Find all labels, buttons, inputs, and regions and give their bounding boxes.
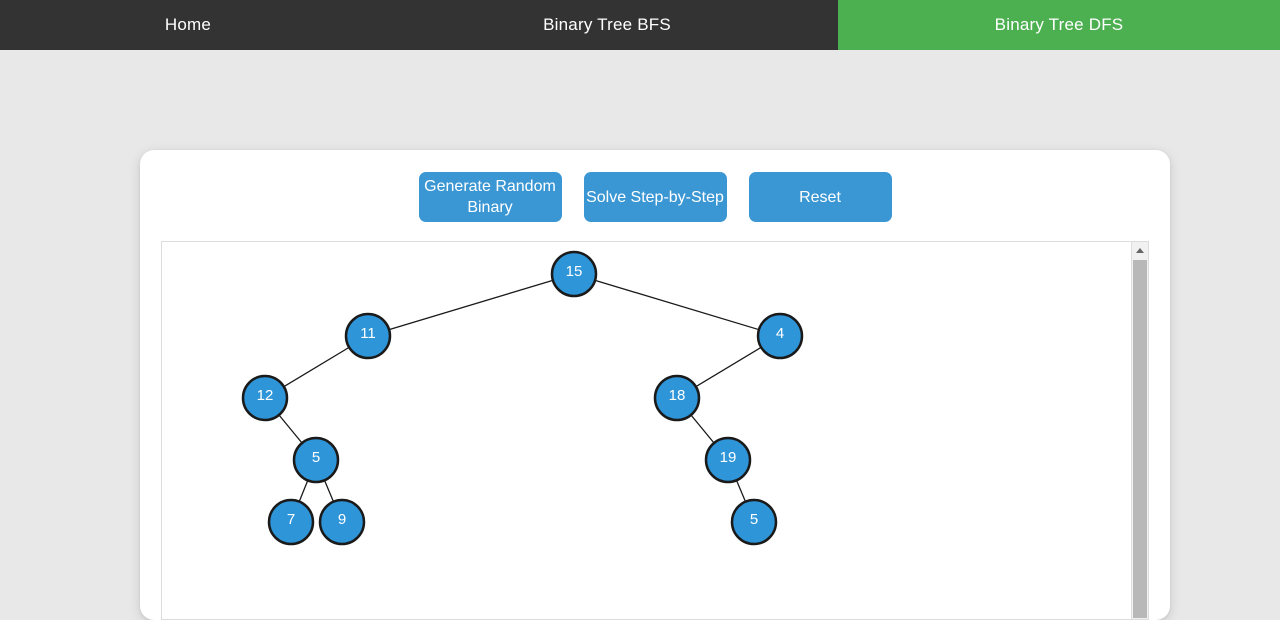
scrollbar-thumb[interactable]	[1133, 260, 1147, 618]
nav-item-binary-tree-dfs[interactable]: Binary Tree DFS	[838, 0, 1280, 50]
binary-tree-graph: 15 11 4 12 18 5 19 7 9 5	[241, 250, 804, 546]
nav-item-dfs-label: Binary Tree DFS	[994, 15, 1124, 34]
scroll-up-arrow-icon[interactable]	[1132, 242, 1148, 259]
visualizer-card: Generate Random Binary Solve Step-by-Ste…	[140, 150, 1170, 620]
tree-node-label: 7	[287, 511, 295, 528]
tree-node-label: 19	[720, 449, 737, 466]
tree-node[interactable]: 7	[267, 498, 315, 546]
tree-node-label: 4	[776, 325, 784, 342]
toolbar: Generate Random Binary Solve Step-by-Ste…	[140, 172, 1170, 222]
canvas-vertical-scrollbar[interactable]	[1131, 242, 1148, 619]
tree-node-label: 11	[360, 325, 376, 342]
tree-node[interactable]: 15	[550, 250, 598, 298]
tree-node-circle[interactable]	[344, 312, 392, 360]
tree-node-label: 9	[338, 511, 346, 528]
tree-edge	[367, 273, 575, 337]
tree-node[interactable]: 9	[318, 498, 366, 546]
tree-node-circle[interactable]	[704, 436, 752, 484]
tree-node[interactable]: 5	[730, 498, 778, 546]
tree-node-circle[interactable]	[292, 436, 340, 484]
nav-item-bfs-label: Binary Tree BFS	[543, 15, 671, 34]
tree-node-circle[interactable]	[318, 498, 366, 546]
tree-edge	[573, 273, 781, 337]
page-body: Generate Random Binary Solve Step-by-Ste…	[0, 50, 1280, 620]
tree-node[interactable]: 5	[292, 436, 340, 484]
top-navigation-bar: Home Binary Tree BFS Binary Tree DFS	[0, 0, 1280, 50]
generate-random-binary-button[interactable]: Generate Random Binary	[418, 172, 562, 222]
tree-node-label: 5	[312, 449, 320, 466]
nav-item-home-label: Home	[164, 15, 212, 34]
tree-node[interactable]: 12	[241, 374, 289, 422]
tree-node-label: 5	[750, 511, 758, 528]
tree-node[interactable]: 11	[344, 312, 392, 360]
tree-node-circle[interactable]	[730, 498, 778, 546]
tree-node[interactable]: 18	[653, 374, 701, 422]
tree-node[interactable]: 4	[756, 312, 804, 360]
nav-item-binary-tree-bfs[interactable]: Binary Tree BFS	[376, 0, 838, 50]
tree-canvas-container[interactable]: 15 11 4 12 18 5 19 7 9 5	[161, 241, 1149, 620]
solve-step-by-step-button[interactable]: Solve Step-by-Step	[583, 172, 727, 222]
tree-node-circle[interactable]	[653, 374, 701, 422]
tree-node-label: 12	[257, 387, 274, 404]
tree-node-circle[interactable]	[267, 498, 315, 546]
nav-item-home[interactable]: Home	[0, 0, 376, 50]
tree-node[interactable]: 19	[704, 436, 752, 484]
tree-node-circle[interactable]	[550, 250, 598, 298]
reset-button[interactable]: Reset	[748, 172, 892, 222]
tree-node-label: 15	[566, 263, 583, 280]
tree-node-label: 18	[669, 387, 686, 404]
tree-node-circle[interactable]	[241, 374, 289, 422]
tree-node-circle[interactable]	[756, 312, 804, 360]
